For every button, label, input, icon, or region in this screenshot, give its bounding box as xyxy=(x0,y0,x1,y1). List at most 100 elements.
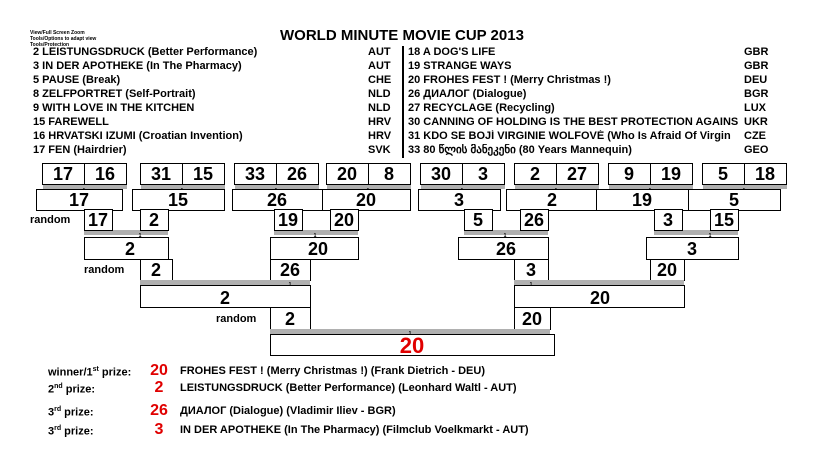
tick-mark: 1 xyxy=(139,233,142,239)
score: 18 xyxy=(755,164,775,184)
entry-title: 17 FEN (Hairdrier) xyxy=(33,144,127,156)
entry-title: 20 FROHES FEST ! (Merry Christmas !) xyxy=(408,74,611,86)
prize-label-sup: nd xyxy=(54,383,63,390)
champion-score: 20 xyxy=(400,333,424,358)
score: 2 xyxy=(149,210,159,230)
score-box xyxy=(556,163,599,185)
score: 8 xyxy=(384,164,394,184)
score: 15 xyxy=(714,210,734,230)
entry-title: 33 80 წლის მანეკენი (80 Years Mannequin) xyxy=(408,144,632,156)
winner-box xyxy=(646,237,739,260)
hint-line: Tools/Protection xyxy=(30,42,70,48)
winner-box xyxy=(140,285,311,308)
entry-title: 9 WITH LOVE IN THE KITCHEN xyxy=(33,102,195,114)
winner-score: 3 xyxy=(687,239,697,259)
entry-title: 30 CANNING OF HOLDING IS THE BEST PROTEC… xyxy=(408,116,739,128)
entry-title: 2 LEISTUNGSDRUCK (Better Performance) xyxy=(33,46,258,58)
prize-label-main: 2 xyxy=(48,383,55,396)
score: 15 xyxy=(193,164,213,184)
score: 20 xyxy=(522,309,542,329)
entry-country: GEO xyxy=(744,144,769,156)
winner-score: 19 xyxy=(632,190,652,210)
winner-box xyxy=(322,189,411,211)
prize-label-suffix: prize: xyxy=(61,425,94,438)
score: 17 xyxy=(53,164,73,184)
prize-description: IN DER APOTHEKE (In The Pharmacy) (Filmc… xyxy=(180,424,529,436)
score: 33 xyxy=(245,164,265,184)
entry-title: 5 PAUSE (Break) xyxy=(33,74,121,86)
winner-box xyxy=(418,189,501,211)
winner-score: 20 xyxy=(590,288,610,308)
view-hint: View/Full Screen Zoom Tools/Options to a… xyxy=(30,30,96,48)
prize-label-main: winner/1 xyxy=(48,366,93,379)
tick-mark: 1 xyxy=(709,233,712,239)
score: 20 xyxy=(334,210,354,230)
entry-country: AUT xyxy=(368,60,391,72)
winner-score: 2 xyxy=(220,288,230,308)
score: 16 xyxy=(95,164,115,184)
entry-country: LUX xyxy=(744,102,766,114)
prize-label-sup: st xyxy=(92,366,99,373)
prize-number: 2 xyxy=(154,379,164,396)
winner-score: 15 xyxy=(168,190,188,210)
score: 30 xyxy=(431,164,451,184)
winner-score: 2 xyxy=(547,190,557,210)
tick-mark: 1 xyxy=(314,233,317,239)
score-box xyxy=(330,209,359,231)
entry-title: 16 HRVATSKI IZUMI (Croatian Invention) xyxy=(33,130,243,142)
score-box xyxy=(744,163,787,185)
winner-score: 5 xyxy=(729,190,739,210)
entry-title: 31 KDO SE BOJÍ VIRGINIE WOLFOVÉ (Who Is … xyxy=(408,130,731,142)
winner-score: 17 xyxy=(69,190,89,210)
prize-description: LEISTUNGSDRUCK (Better Performance) (Leo… xyxy=(180,382,517,394)
entry-title: 27 RECYCLAGE (Recycling) xyxy=(408,102,555,114)
prize-label-main: 3 xyxy=(48,406,55,419)
score: 26 xyxy=(287,164,307,184)
connector-bar xyxy=(514,280,684,285)
score-box xyxy=(650,163,693,185)
connector-bar xyxy=(43,184,127,189)
prize-label-suffix: prize: xyxy=(61,406,94,419)
score: 9 xyxy=(624,164,634,184)
winner-box xyxy=(458,237,549,260)
score-box xyxy=(84,209,113,231)
winner-score: 20 xyxy=(308,239,328,259)
entry-country: NLD xyxy=(368,88,391,100)
winner-box xyxy=(36,189,123,211)
prize-label: winner/1st prize: xyxy=(48,366,131,379)
score-box xyxy=(462,163,505,185)
score: 3 xyxy=(663,210,673,230)
connector-bar xyxy=(270,329,550,334)
random-label: random xyxy=(216,313,257,325)
connector-bar xyxy=(421,184,505,189)
prize-number: 3 xyxy=(154,421,164,438)
score: 5 xyxy=(718,164,728,184)
connector-bar xyxy=(84,230,168,235)
score-box xyxy=(182,163,225,185)
score-box xyxy=(84,163,127,185)
winner-box xyxy=(132,189,225,211)
score: 27 xyxy=(567,164,587,184)
entry-country: BGR xyxy=(744,88,769,100)
score: 17 xyxy=(88,210,108,230)
score-box xyxy=(710,209,739,231)
prize-number: 26 xyxy=(150,402,168,419)
champion-box xyxy=(270,334,555,356)
entry-country: AUT xyxy=(368,46,391,58)
prize-label-sup: rd xyxy=(54,406,62,413)
score-box xyxy=(368,163,411,185)
random-label: random xyxy=(30,214,71,226)
entry-divider xyxy=(402,46,404,158)
score: 20 xyxy=(337,164,357,184)
connector-bar xyxy=(515,184,599,189)
connector-bar xyxy=(609,184,693,189)
entry-country: CZE xyxy=(744,130,766,142)
winner-score: 20 xyxy=(356,190,376,210)
prize-label-main: 3 xyxy=(48,425,55,438)
connector-bar xyxy=(327,184,411,189)
score: 20 xyxy=(657,260,677,280)
hint-line: View/Full Screen Zoom xyxy=(30,30,85,36)
score: 19 xyxy=(278,210,298,230)
score-box xyxy=(276,163,319,185)
